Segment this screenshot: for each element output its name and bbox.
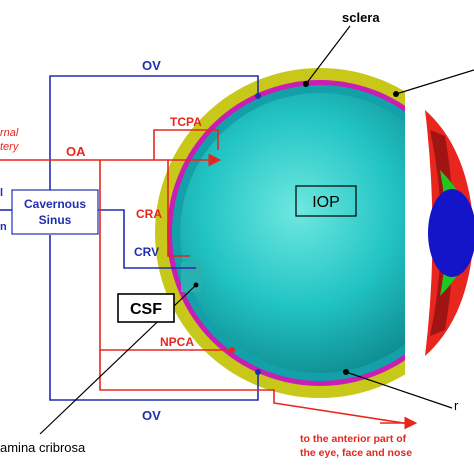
ov-bottom-line — [49, 235, 259, 401]
lens — [428, 189, 474, 277]
label-anterior-2: the eye, face and nose — [300, 447, 412, 459]
cavernous-sinus-box — [11, 189, 99, 235]
label-lamina-cribrosa: amina cribrosa — [0, 440, 86, 455]
choroid-leader — [395, 69, 474, 95]
sclera-leader — [305, 25, 351, 85]
eye-globe — [155, 68, 474, 400]
label-crv: CRV — [134, 245, 159, 259]
label-cra: CRA — [136, 207, 162, 221]
sclera-dot — [303, 81, 309, 87]
label-left-fragment-1: l — [0, 187, 3, 199]
iop-box — [295, 185, 357, 217]
retina-leader — [345, 371, 453, 409]
label-cavernous-2: Sinus — [39, 213, 72, 227]
label-ov-top: OV — [142, 58, 161, 73]
ov-bottom-node — [255, 369, 261, 375]
lamina-dot — [193, 282, 199, 288]
choroid-dot — [393, 91, 399, 97]
label-retina-fragment: r — [454, 398, 459, 413]
retina-dot — [343, 369, 349, 375]
ov-top-node — [255, 93, 261, 99]
npca-node — [229, 347, 235, 353]
optic-nerve-head — [181, 262, 201, 292]
vein-network — [0, 75, 259, 401]
label-left-fragment-2: n — [0, 221, 7, 233]
vitreous-body — [180, 93, 460, 373]
label-internal-artery-1: rnal — [0, 127, 19, 139]
label-internal-artery-2: tery — [0, 141, 20, 153]
crv-line — [98, 209, 196, 269]
label-csf: CSF — [130, 301, 162, 318]
label-oa: OA — [66, 144, 86, 159]
label-ov-bottom: OV — [142, 408, 161, 423]
ov-top-line — [49, 75, 259, 202]
label-sclera: sclera — [342, 10, 380, 25]
label-iop: IOP — [312, 194, 340, 211]
label-anterior-1: to the anterior part of — [300, 433, 407, 445]
tcpa-line — [153, 129, 219, 160]
label-cavernous-1: Cavernous — [24, 197, 86, 211]
csf-box — [117, 293, 175, 323]
label-npca: NPCA — [160, 335, 194, 349]
cra-line — [167, 160, 190, 257]
label-tcpa: TCPA — [170, 115, 202, 129]
